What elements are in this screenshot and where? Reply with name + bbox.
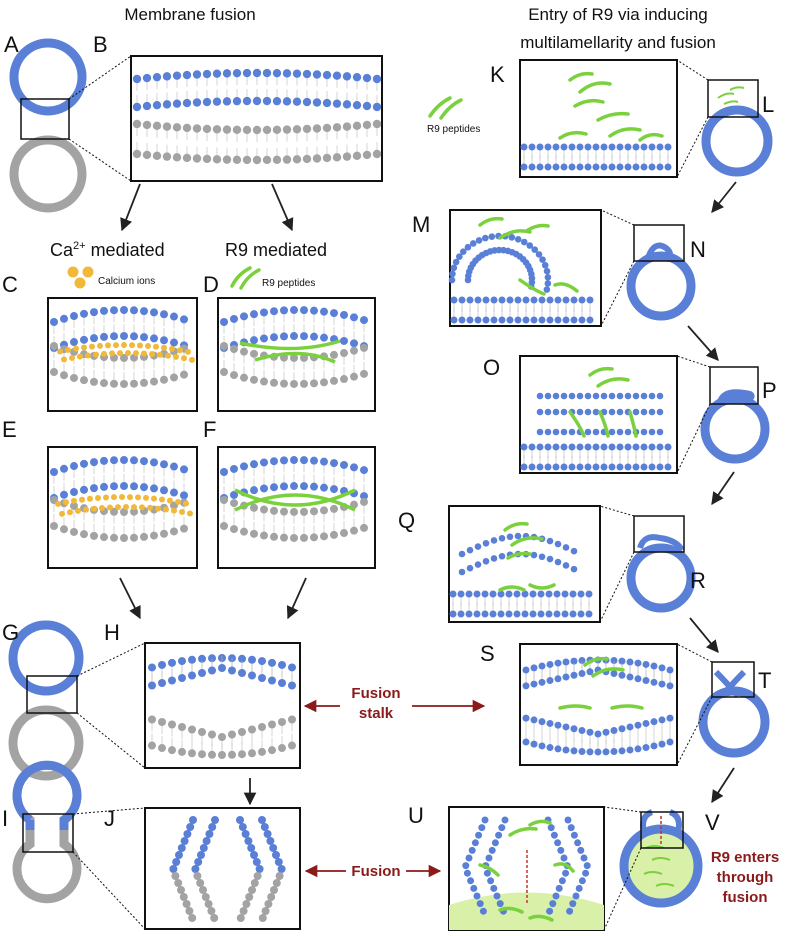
panel-letter-v: V [705,810,720,835]
panel-letter-i: I [2,806,8,831]
panel-a-vesicles [9,38,132,213]
panel-r-vesicle [599,505,696,623]
panel-letter-p: P [762,378,777,403]
panel-i-vesicles [12,760,146,930]
arrow-b-to-d [271,183,294,232]
panel-letter-j: J [104,806,115,831]
arrow-f-to-h [286,577,307,620]
r9-peptide-legend-icon-d [230,266,261,290]
panel-letter-r: R [690,568,706,593]
calcium-ions-legend-icon [67,266,94,289]
panel-letter-q: Q [398,508,415,533]
arrow-r-to-t [689,617,719,653]
panel-letter-n: N [690,237,706,262]
panel-letter-s: S [480,641,495,666]
arrow-n-to-p [687,325,719,361]
r9-enters-label-line2: through [717,869,774,886]
right-header-line2: multilamellarity and fusion [520,33,716,52]
r9-branch-title: R9 mediated [225,240,327,260]
r9-peptide-legend-label-d: R9 peptides [262,278,315,289]
fusion-stalk-label-line1: Fusion [351,685,400,702]
panel-letter-h: H [104,620,120,645]
panel-b-bilayers [132,68,382,165]
panel-letter-u: U [408,803,424,828]
arrow-l-to-n [711,181,737,213]
arrow-p-to-r [711,471,735,506]
r9-peptide-legend-icon-k [428,96,463,120]
panel-s-stalk [522,656,674,756]
r9-peptide-legend-label-k: R9 peptides [427,124,480,135]
panel-g-vesicles [8,620,146,781]
arrow-t-to-v [711,767,735,804]
right-header-line1: Entry of R9 via inducing [528,5,708,24]
fusion-label: Fusion [351,863,400,880]
panel-letter-a: A [4,32,19,57]
panel-letter-o: O [483,355,500,380]
panel-v-vesicle [603,806,703,931]
panel-letter-g: G [2,620,19,645]
panel-m-membrane [448,216,594,324]
panel-t-vesicle [676,643,770,766]
panel-letter-m: M [412,212,430,237]
panel-c-bilayers [50,306,195,388]
panel-e-bilayers [50,456,193,542]
panel-letter-f: F [203,417,216,442]
panel-d-bilayers [220,306,368,388]
r9-enters-label-line3: fusion [723,889,768,906]
panel-letter-b: B [93,32,108,57]
panel-h-stalk [148,654,296,759]
panel-p-vesicle [676,355,770,474]
panel-o-membrane [520,366,672,471]
panel-n-vesicle [600,209,696,327]
panel-letter-t: T [758,668,771,693]
panel-letter-k: K [490,62,505,87]
panel-j-box [144,807,301,930]
arrow-e-to-h [119,577,141,620]
panel-j-fusion-pore [169,816,286,922]
left-header: Membrane fusion [124,5,255,24]
panel-letter-d: D [203,272,219,297]
panel-letter-c: C [2,272,18,297]
panel-u-fusion-entry [449,816,604,930]
panel-letter-e: E [2,417,17,442]
panel-m-box [449,209,602,327]
calcium-ions-legend-label: Calcium ions [98,276,155,287]
panel-l-vesicle [676,59,773,178]
panel-f-bilayers [220,456,368,542]
arrow-b-to-c [120,183,141,232]
panel-q-membrane [449,521,593,618]
r9-enters-label-line1: R9 enters [711,849,779,866]
ca-branch-title: Ca2+ mediated [50,240,165,260]
panel-k-membrane [520,71,672,171]
fusion-stalk-label-line2: stalk [359,705,394,722]
panel-letter-l: L [762,92,774,117]
